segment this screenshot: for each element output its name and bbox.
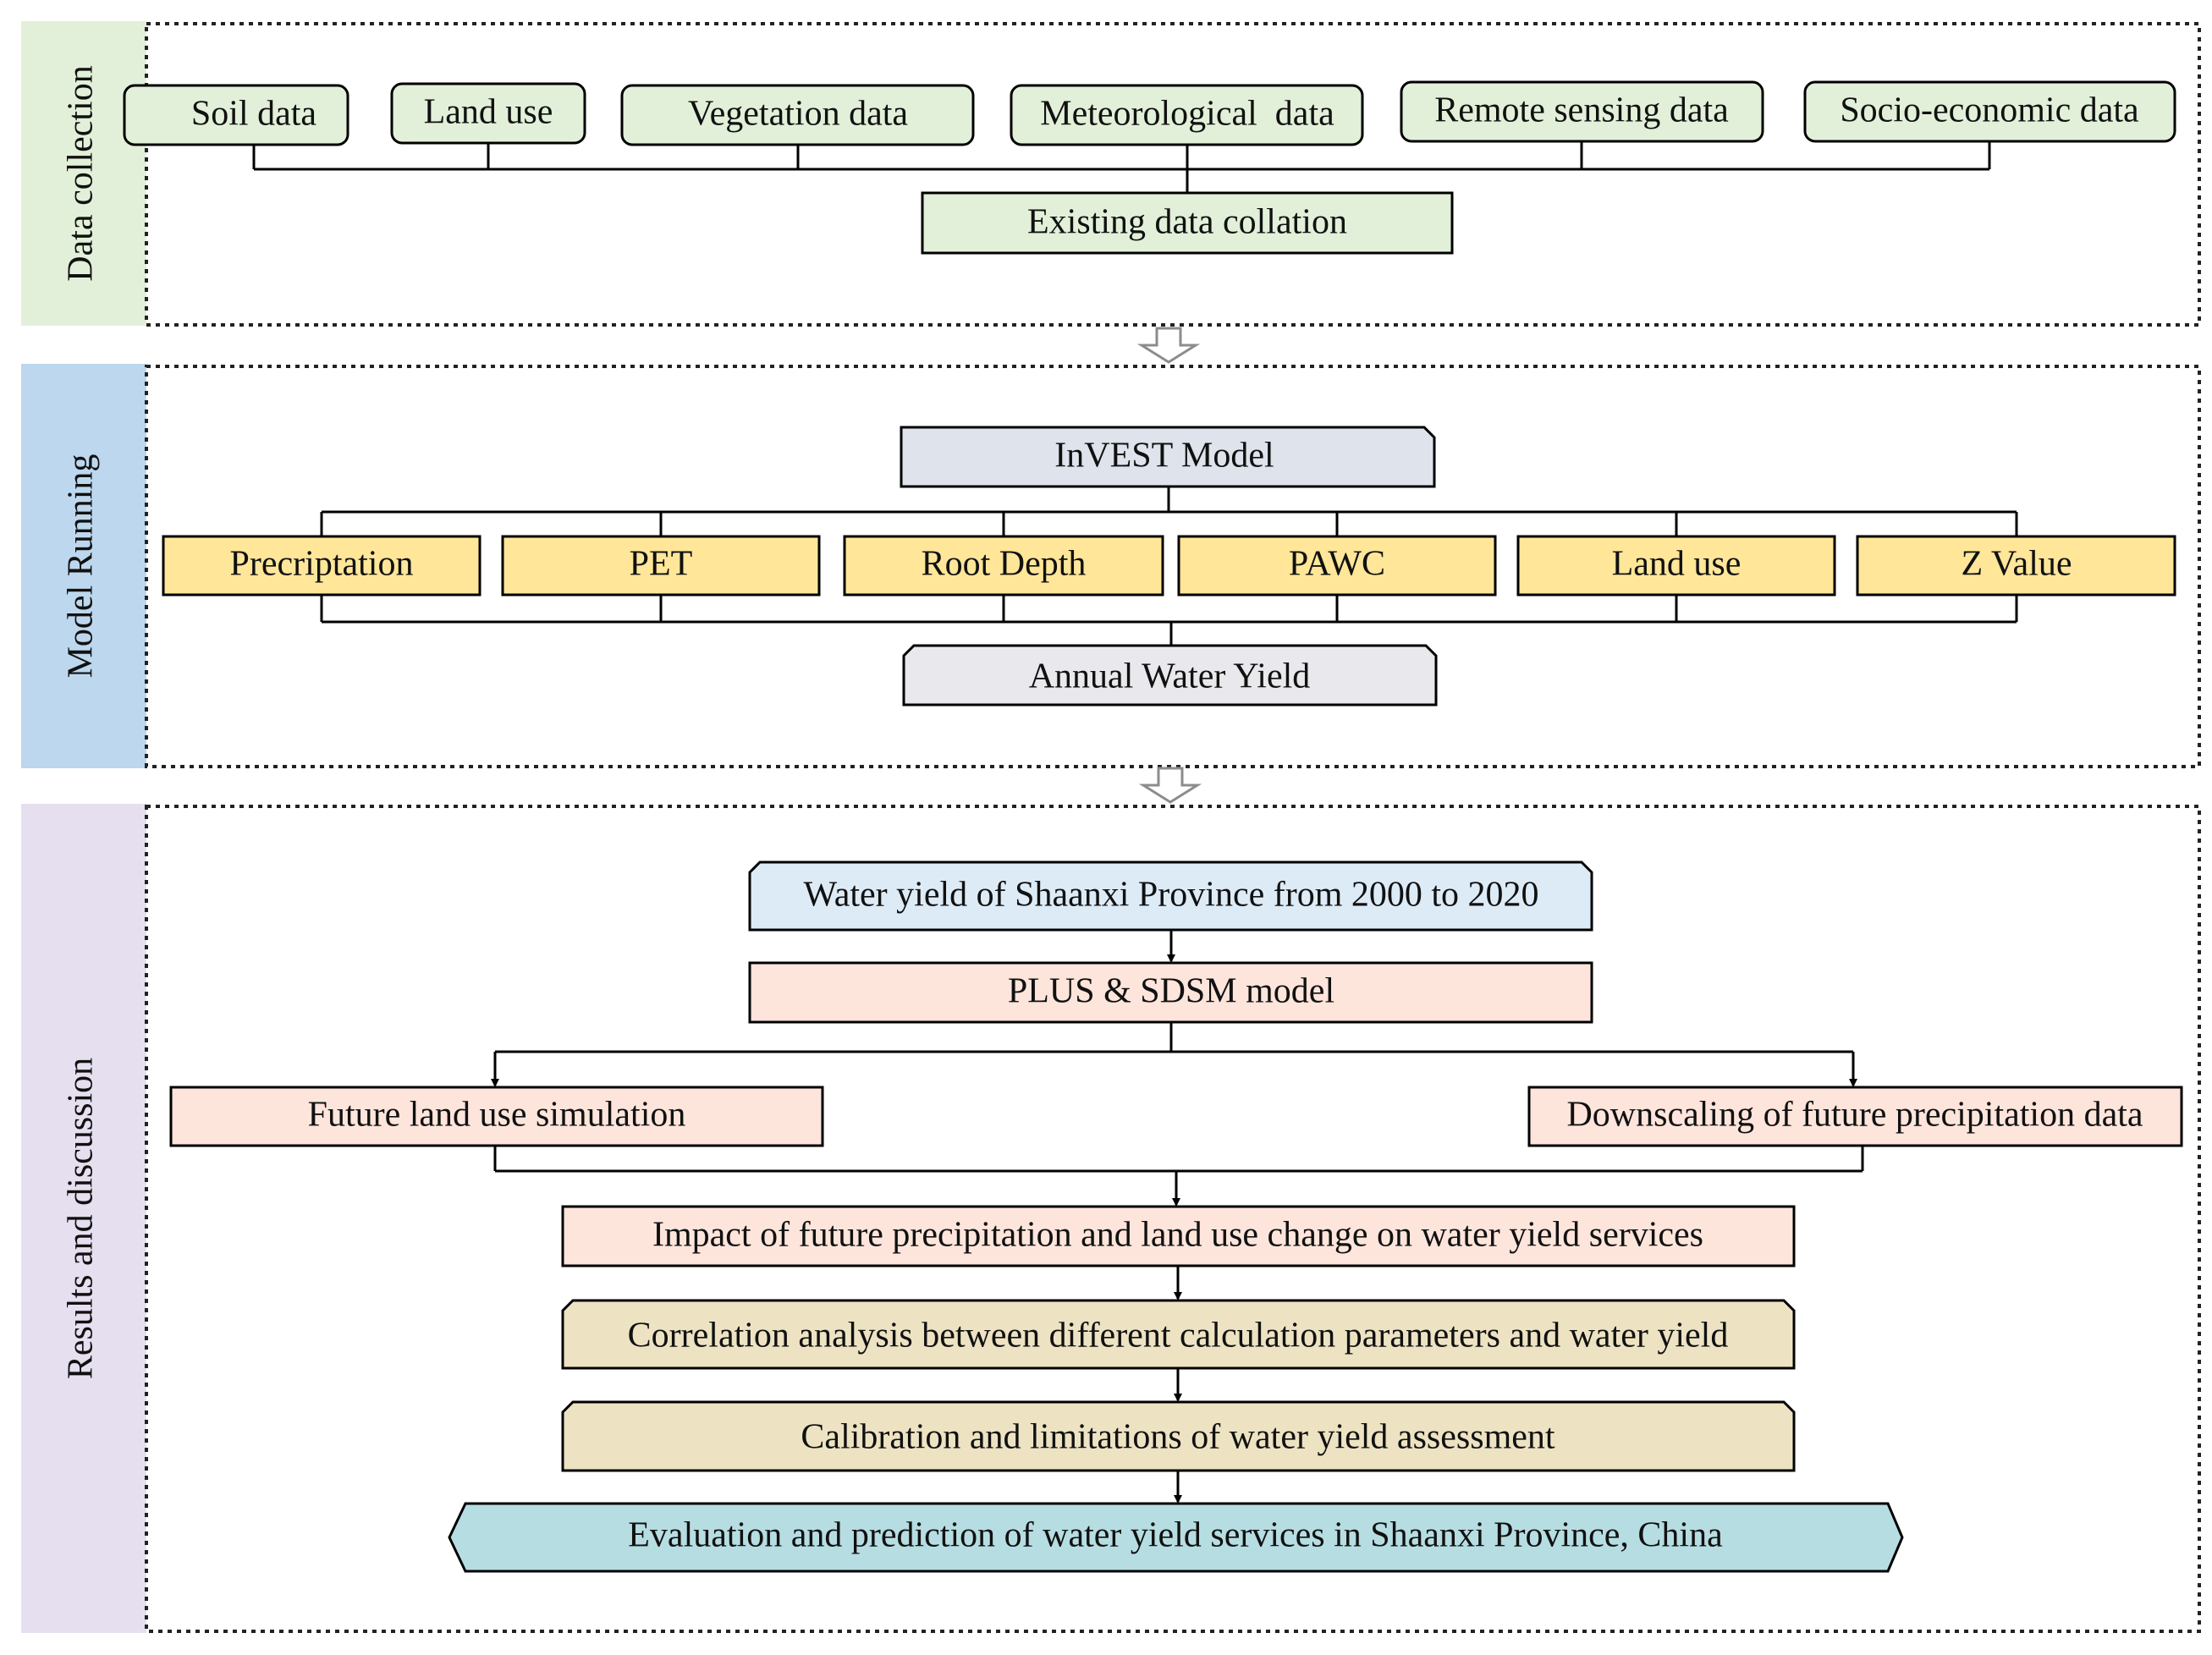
land-use-simulation-label: Future land use simulation [308, 1096, 686, 1135]
annual-water-yield-label: Annual Water Yield [1029, 657, 1311, 696]
input-box-soil-data [123, 84, 349, 146]
param-label-pet: PET [630, 545, 693, 584]
downscaling-box [1527, 1086, 2183, 1147]
plus-sdsm-box [748, 961, 1593, 1024]
model-running-connectors [320, 487, 2018, 646]
section-arrow-2 [1138, 767, 1202, 804]
section-arrow-1 [1136, 327, 1201, 364]
impact-label: Impact of future precipitation and land … [652, 1216, 1703, 1255]
input-box-remote-sensing-data [1400, 80, 1764, 143]
water-yield-box [748, 860, 1593, 932]
correlation-label: Correlation analysis between different c… [628, 1317, 1729, 1355]
param-box-pawc [1177, 535, 1497, 597]
param-label-precipitation: Precriptation [230, 545, 414, 584]
invest-model-label: InVEST Model [1054, 437, 1274, 476]
param-label-land-use: Land use [1612, 545, 1742, 584]
evaluation-label: Evaluation and prediction of water yield… [628, 1516, 1723, 1555]
param-box-pet [501, 535, 821, 597]
input-label-vegetation-data: Vegetation data [688, 95, 908, 134]
data-collection-connectors [252, 140, 1991, 193]
input-label-meteorological-data: Meteorological data [1040, 95, 1334, 134]
data-collection-frame [145, 22, 2201, 327]
input-box-meteorological-data [1010, 84, 1364, 146]
param-box-z-value [1856, 535, 2176, 597]
downscaling-label: Downscaling of future precipitation data [1566, 1096, 2143, 1135]
results-band [21, 804, 146, 1633]
results-split-connector [495, 1022, 1853, 1053]
results-frame [145, 805, 2201, 1633]
existing-data-collation-box [921, 191, 1454, 255]
param-label-z-value: Z Value [1961, 545, 2072, 584]
existing-data-collation-label: Existing data collation [1027, 203, 1347, 242]
param-label-pawc: PAWC [1289, 545, 1385, 584]
calibration-label: Calibration and limitations of water yie… [801, 1418, 1554, 1457]
plus-sdsm-label: PLUS & SDSM model [1008, 972, 1334, 1011]
param-label-root-depth: Root Depth [922, 545, 1087, 584]
impact-box [561, 1205, 1796, 1267]
param-box-precipitation [162, 535, 481, 597]
param-box-land-use [1516, 535, 1836, 597]
results-merge-connector [493, 1146, 1864, 1173]
model-running-label: Model Running [62, 454, 101, 679]
annual-water-yield-box [902, 644, 1438, 707]
input-box-socio-economic-data [1803, 80, 2176, 143]
data-collection-band [21, 21, 146, 326]
input-label-remote-sensing-data: Remote sensing data [1434, 91, 1729, 130]
input-box-vegetation-data [620, 84, 975, 146]
input-label-socio-economic-data: Socio-economic data [1840, 91, 2139, 130]
water-yield-label: Water yield of Shaanxi Province from 200… [803, 876, 1538, 915]
input-label-soil-data: Soil data [191, 95, 317, 134]
data-collection-label: Data collection [62, 65, 101, 281]
input-box-land-use [390, 82, 586, 145]
model-running-frame [145, 365, 2201, 768]
correlation-box [561, 1299, 1796, 1370]
land-use-simulation-box [169, 1086, 824, 1147]
evaluation-box [448, 1502, 1904, 1573]
input-label-land-use: Land use [424, 93, 553, 132]
invest-model-box [900, 426, 1436, 488]
calibration-box [561, 1400, 1796, 1472]
model-running-band [21, 364, 146, 768]
param-box-root-depth [843, 535, 1164, 597]
results-label: Results and discussion [62, 1058, 101, 1379]
